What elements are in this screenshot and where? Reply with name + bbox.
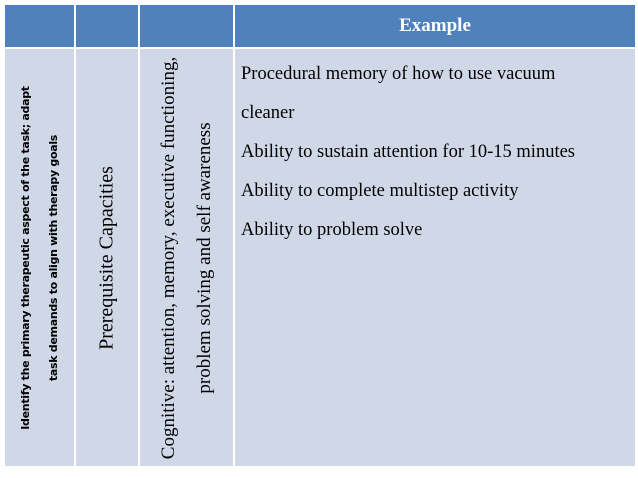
example-item: Ability to complete multistep activity — [241, 181, 519, 201]
cognitive-cell: Cognitive: attention, memory, executive … — [140, 49, 233, 466]
example-header: Example — [399, 15, 471, 36]
prerequisite-cell: Prerequisite Capacities — [76, 49, 138, 466]
header-cell-example: Example — [235, 5, 635, 47]
task-aspect-cell: Identify the primary therapeutic aspect … — [5, 49, 74, 466]
header-cell-2 — [76, 5, 138, 47]
cognitive-text: Cognitive: attention, memory, executive … — [157, 56, 215, 459]
example-item: Ability to problem solve — [241, 220, 423, 240]
prerequisite-text: Prerequisite Capacities — [95, 165, 118, 350]
example-cell: Procedural memory of how to use vacuum c… — [235, 49, 635, 466]
example-item: Procedural memory of how to use vacuum c… — [241, 64, 556, 123]
header-cell-3 — [140, 5, 233, 47]
task-aspect-text: Identify the primary therapeutic aspect … — [18, 85, 60, 430]
example-item: Ability to sustain attention for 10-15 m… — [241, 142, 575, 162]
header-cell-1 — [5, 5, 74, 47]
